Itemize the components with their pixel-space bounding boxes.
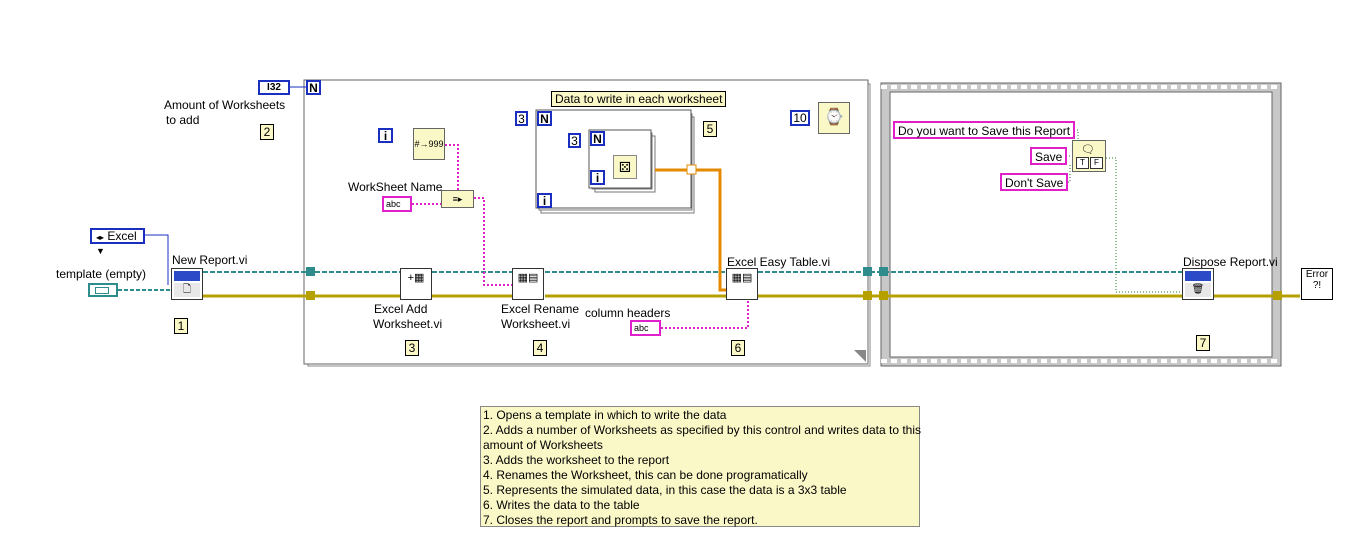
template-label: template (empty) — [56, 267, 147, 281]
new-doc-icon: 🗋 — [174, 283, 200, 297]
note-line: 3. Adds the worksheet to the report — [483, 453, 670, 467]
false-button: F — [1090, 157, 1103, 169]
note-line: 5. Represents the simulated data, in thi… — [483, 483, 847, 497]
tunnel — [879, 267, 888, 276]
iteration-terminal-2: i — [537, 193, 552, 208]
note-line: 2. Adds a number of Worksheets as specif… — [483, 423, 922, 437]
true-button: T — [1076, 157, 1089, 169]
tunnel — [306, 267, 315, 276]
tunnel — [1273, 291, 1282, 300]
column-headers-control[interactable]: abc — [630, 320, 661, 336]
worksheet-name-label: WorkSheet Name — [348, 180, 443, 194]
rename-worksheet-icon: ▦▤ — [515, 271, 541, 297]
excel-rename-worksheet-vi[interactable]: ▦▤ — [512, 268, 544, 300]
step-4: 4 — [533, 340, 547, 356]
dispose-report-vi[interactable]: 🗑 — [1182, 268, 1214, 300]
excel-easy-table-vi[interactable]: ▦▤ — [726, 268, 758, 300]
report-icon — [1185, 271, 1211, 281]
new-report-vi[interactable]: 🗋 — [171, 268, 203, 300]
path-icon — [95, 287, 109, 294]
step-1: 1 — [174, 318, 188, 334]
report-icon — [174, 271, 200, 281]
excel-rename-label-1: Excel Rename — [501, 302, 580, 316]
path-control[interactable] — [88, 283, 118, 297]
to-add-label: to add — [166, 113, 200, 127]
excel-add-label-2: Worksheet.vi — [373, 317, 443, 331]
excel-easy-table-label: Excel Easy Table.vi — [727, 255, 831, 269]
save-constant[interactable]: Save — [1030, 147, 1068, 165]
rows-count-terminal: N — [537, 111, 552, 126]
tunnel — [863, 267, 872, 276]
tunnel — [306, 291, 315, 300]
note-line: 7. Closes the report and prompts to save… — [483, 513, 758, 527]
random-number-dice-icon[interactable]: ⚄ — [613, 155, 637, 179]
note-line: amount of Worksheets — [483, 438, 603, 452]
string-wire — [412, 144, 749, 329]
step-7: 7 — [1196, 335, 1210, 351]
wait-timer-icon[interactable]: ⌚ — [818, 102, 850, 134]
dialog-icon: 🗨 — [1081, 144, 1095, 156]
i32-control[interactable]: I32 — [258, 80, 290, 95]
iteration-terminal-1: i — [378, 128, 393, 143]
tunnel — [863, 291, 872, 300]
excel-add-worksheet-vi[interactable]: +▦ — [400, 268, 432, 300]
concatenate-strings-icon[interactable]: ≡▸ — [441, 190, 474, 208]
note-line: 6. Writes the data to the table — [483, 498, 640, 512]
table-icon: ▦▤ — [729, 271, 755, 297]
save-prompt-constant[interactable]: Do you want to Save this Report — [893, 121, 1076, 139]
dont-save-constant[interactable]: Don't Save — [1000, 173, 1069, 191]
excel-enum-control[interactable]: ◂▸ Excel ▼ — [90, 228, 145, 256]
dropdown-icon[interactable]: ▼ — [96, 246, 105, 256]
iteration-terminal-3: i — [590, 170, 605, 185]
refnum-wire — [118, 271, 1182, 291]
cols-count-terminal: N — [590, 131, 605, 146]
dispose-report-label: Dispose Report.vi — [1183, 255, 1278, 269]
two-button-dialog-icon[interactable]: 🗨 T F — [1072, 140, 1106, 172]
tunnel — [686, 164, 697, 175]
number-to-string-icon[interactable]: #→999 — [413, 128, 445, 160]
note-line: 4. Renames the Worksheet, this can be do… — [483, 468, 808, 482]
notes-comment: 1. Opens a template in which to write th… — [480, 406, 922, 527]
cols-constant[interactable]: 3 — [568, 133, 581, 148]
step-3: 3 — [405, 340, 419, 356]
excel-rename-label-2: Worksheet.vi — [501, 317, 571, 331]
new-report-label: New Report.vi — [172, 253, 248, 267]
add-worksheet-icon: +▦ — [403, 271, 429, 297]
column-headers-label: column headers — [585, 306, 671, 320]
tunnel — [879, 291, 888, 300]
step-2: 2 — [260, 124, 274, 140]
step-5: 5 — [703, 121, 717, 137]
amount-worksheets-label: Amount of Worksheets — [164, 98, 286, 112]
step-6: 6 — [731, 340, 745, 356]
trash-icon: 🗑 — [1185, 283, 1211, 297]
enum-arrows-icon: ◂▸ — [96, 233, 105, 242]
rows-constant[interactable]: 3 — [515, 111, 528, 126]
excel-add-label-1: Excel Add — [374, 302, 428, 316]
error-mark-icon: ?! — [1312, 280, 1322, 291]
data-frame-title: Data to write in each worksheet — [551, 91, 727, 107]
note-line: 1. Opens a template in which to write th… — [483, 408, 727, 422]
wait-ms-constant[interactable]: 10 — [790, 110, 810, 126]
loop-count-terminal: N — [306, 80, 321, 95]
simple-error-handler-icon[interactable]: Error?! — [1301, 268, 1333, 300]
worksheet-name-control[interactable]: abc — [382, 196, 412, 212]
